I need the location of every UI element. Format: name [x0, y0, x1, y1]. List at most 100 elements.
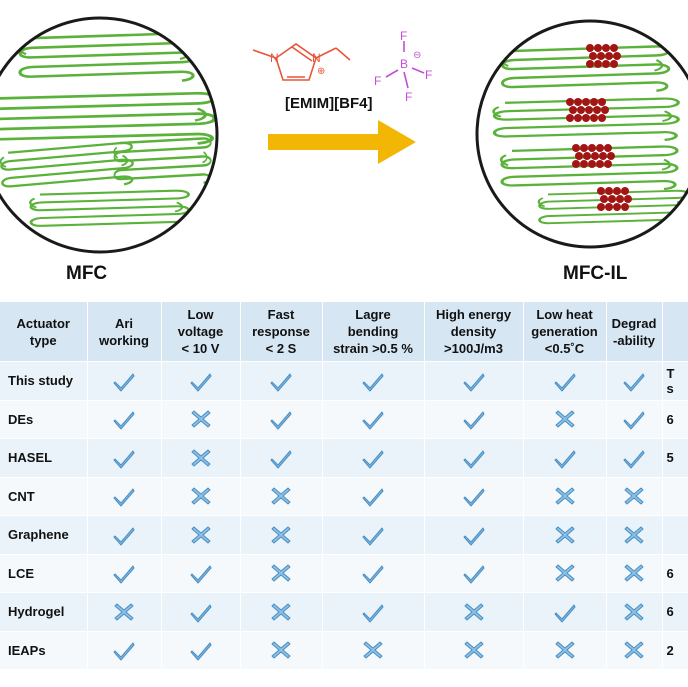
ion-particle — [610, 44, 618, 52]
actuator-type-cell: Hydrogel — [0, 592, 88, 631]
ion-particle — [613, 203, 621, 211]
ion-particle — [588, 144, 596, 152]
ionic-liquid-particles — [566, 44, 632, 211]
actuator-type-cell: LCE — [0, 553, 88, 593]
ion-particle — [621, 187, 629, 195]
actuator-type-cell: This study — [0, 361, 88, 400]
ion-particle — [580, 144, 588, 152]
emim-cation-structure: N N ⊕ — [252, 43, 351, 81]
table-row: Hydrogel 6 — [0, 592, 688, 631]
ion-particle — [598, 98, 606, 106]
ion-particle — [602, 60, 610, 68]
ion-particle — [605, 203, 613, 211]
ion-particle — [572, 160, 580, 168]
cross-icon — [240, 515, 323, 554]
ion-particle — [589, 52, 597, 60]
reference-cell — [662, 515, 688, 554]
check-icon — [523, 438, 607, 477]
ion-particle — [580, 160, 588, 168]
cross-icon — [523, 553, 607, 593]
mfc-circle — [0, 16, 219, 254]
check-icon — [606, 361, 663, 400]
ion-particle — [586, 60, 594, 68]
cross-icon — [240, 476, 323, 516]
fluorine-bottom-label: F — [405, 90, 412, 104]
cross-icon — [523, 630, 607, 669]
ion-particle — [594, 60, 602, 68]
check-icon — [322, 399, 425, 439]
reference-cell: 6 — [662, 592, 688, 631]
check-icon — [87, 476, 162, 516]
ion-particle — [599, 152, 607, 160]
check-icon — [161, 592, 241, 631]
check-icon — [523, 592, 607, 631]
ion-particle — [590, 114, 598, 122]
cross-icon — [322, 630, 425, 669]
check-icon — [87, 630, 162, 669]
check-icon — [424, 438, 524, 477]
ion-particle — [602, 44, 610, 52]
check-icon — [322, 438, 425, 477]
fluorine-left-label: F — [374, 74, 381, 88]
cross-icon — [606, 592, 663, 631]
cross-icon — [240, 630, 323, 669]
table-row: CNT — [0, 476, 688, 516]
actuator-type-cell: IEAPs — [0, 630, 88, 669]
cross-icon — [606, 476, 663, 516]
check-icon — [87, 553, 162, 593]
mfc-il-circle — [475, 19, 688, 249]
cross-icon — [161, 515, 241, 554]
molecule-label: [EMIM][BF4] — [285, 95, 373, 112]
column-header: Degrad-ability — [606, 302, 663, 362]
check-icon — [322, 592, 425, 631]
actuator-type-cell: Graphene — [0, 515, 88, 554]
check-icon — [424, 553, 524, 593]
cross-icon — [606, 630, 663, 669]
ion-particle — [582, 114, 590, 122]
ion-particle — [583, 152, 591, 160]
minus-charge-icon: ⊖ — [413, 50, 421, 61]
ion-particle — [600, 195, 608, 203]
check-icon — [322, 476, 425, 516]
cross-icon — [606, 553, 663, 593]
boron-label: B — [400, 57, 408, 71]
check-icon — [424, 361, 524, 400]
ion-particle — [566, 114, 574, 122]
check-icon — [322, 515, 425, 554]
cross-icon — [523, 476, 607, 516]
reference-cell: 5 — [662, 438, 688, 477]
mfc-label: MFC — [66, 263, 108, 284]
ion-particle — [585, 106, 593, 114]
fluorine-right-label: F — [425, 68, 432, 82]
check-icon — [161, 361, 241, 400]
ion-particle — [613, 187, 621, 195]
actuator-type-cell: DEs — [0, 399, 88, 439]
check-icon — [240, 399, 323, 439]
actuator-type-cell: HASEL — [0, 438, 88, 477]
cross-icon — [424, 592, 524, 631]
reference-cell: 2 — [662, 630, 688, 669]
check-icon — [161, 630, 241, 669]
ion-particle — [572, 144, 580, 152]
ion-particle — [604, 144, 612, 152]
cross-icon — [523, 399, 607, 439]
reference-cell: 6 — [662, 399, 688, 439]
cross-icon — [87, 592, 162, 631]
column-header: R — [662, 302, 688, 362]
ion-particle — [604, 160, 612, 168]
ion-particle — [593, 106, 601, 114]
ion-particle — [597, 52, 605, 60]
mfc-il-label: MFC-IL — [563, 263, 628, 284]
ion-particle — [574, 98, 582, 106]
cross-icon — [161, 399, 241, 439]
check-icon — [87, 399, 162, 439]
check-icon — [240, 361, 323, 400]
